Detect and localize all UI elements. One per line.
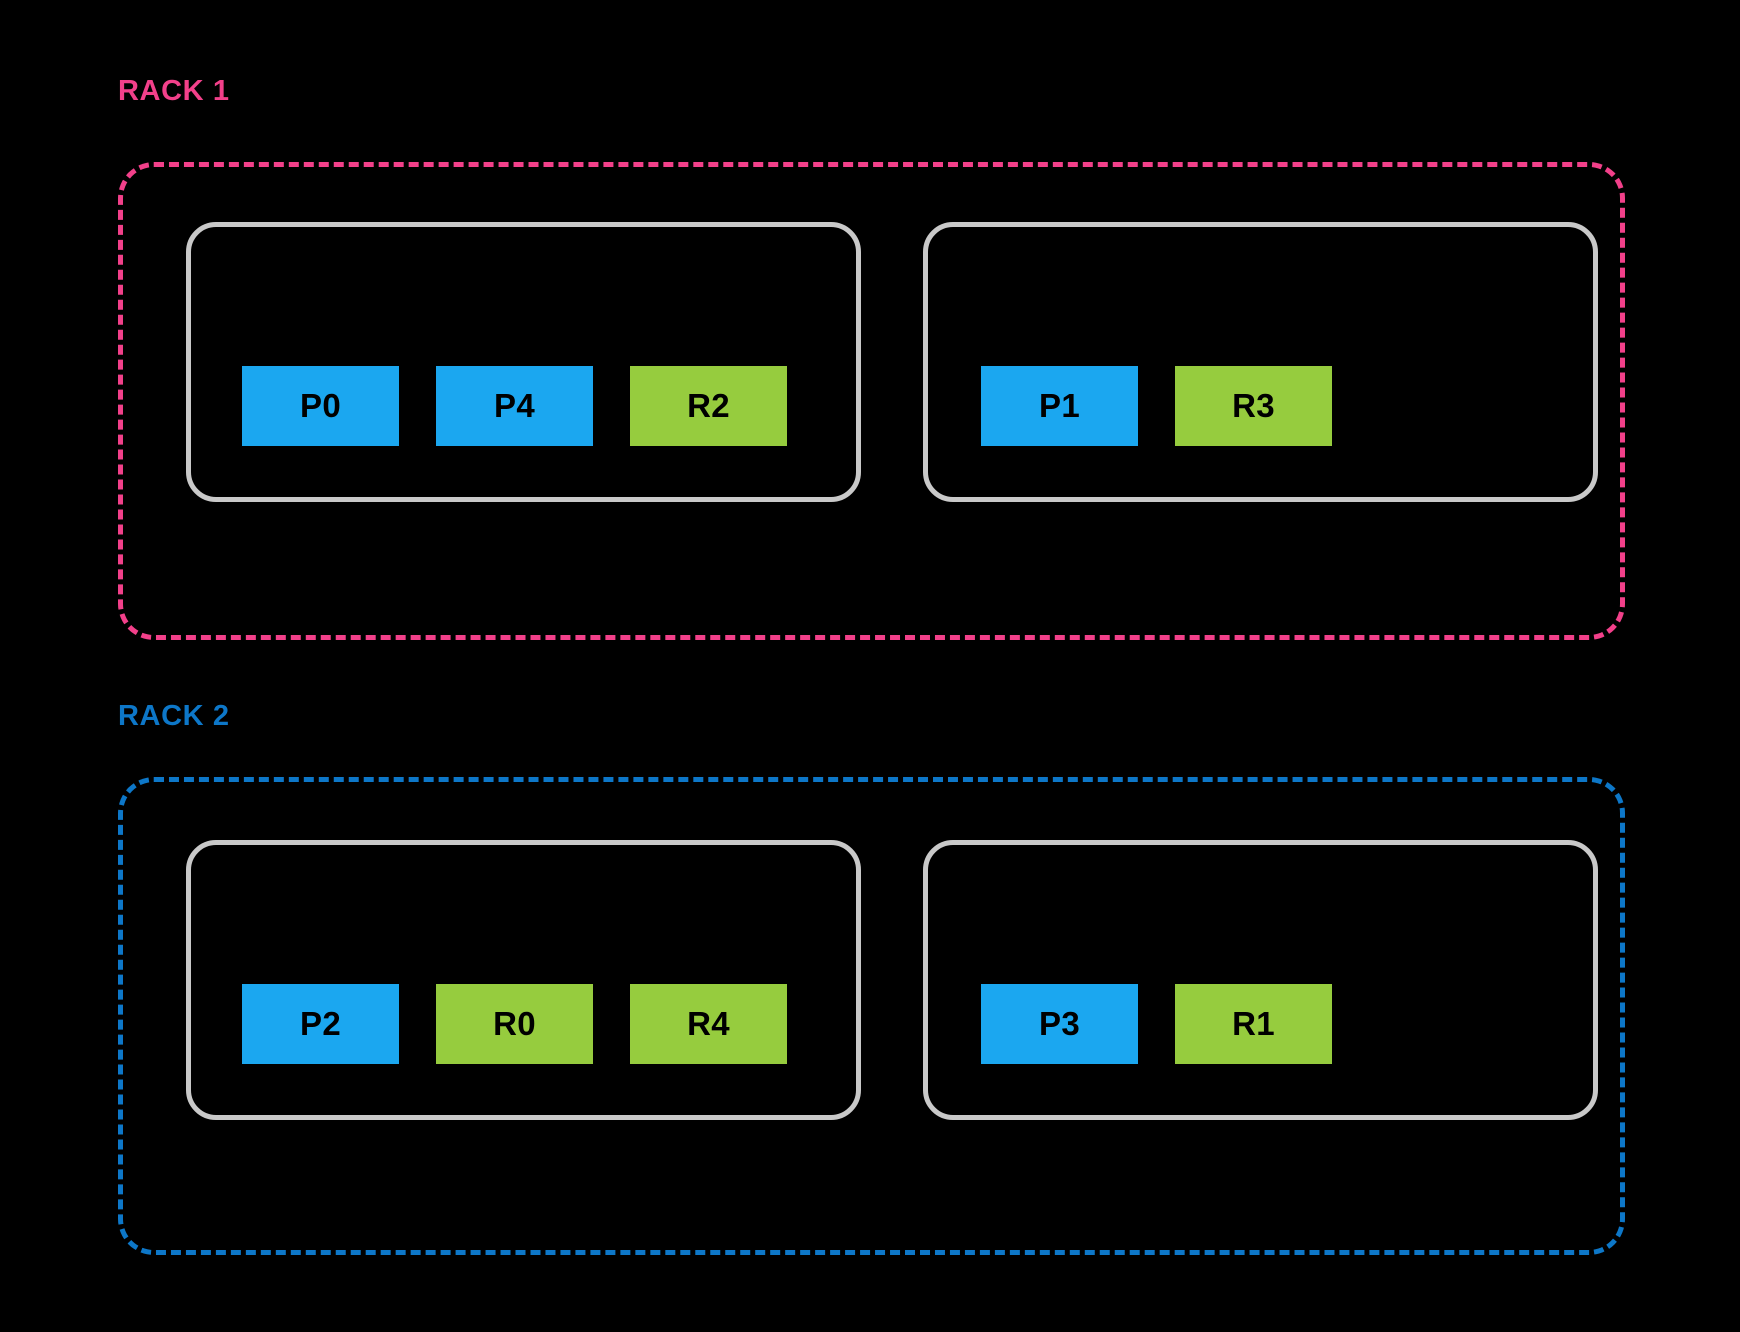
rack-1-node-2-box bbox=[923, 222, 1598, 502]
rack-1-node-1-blocks: P0 P4 R2 bbox=[242, 366, 787, 446]
block-p3[interactable]: P3 bbox=[981, 984, 1138, 1064]
rack-2-node-2-blocks: P3 R1 bbox=[981, 984, 1332, 1064]
rack-1-node-2-blocks: P1 R3 bbox=[981, 366, 1332, 446]
rack-2-node-1-box bbox=[186, 840, 861, 1120]
rack-2-node-1-blocks: P2 R0 R4 bbox=[242, 984, 787, 1064]
rack-1-node-1-box bbox=[186, 222, 861, 502]
block-r2[interactable]: R2 bbox=[630, 366, 787, 446]
block-p0[interactable]: P0 bbox=[242, 366, 399, 446]
rack-2-boundary bbox=[118, 777, 1625, 1255]
block-r4[interactable]: R4 bbox=[630, 984, 787, 1064]
block-p1[interactable]: P1 bbox=[981, 366, 1138, 446]
block-p4[interactable]: P4 bbox=[436, 366, 593, 446]
block-r0[interactable]: R0 bbox=[436, 984, 593, 1064]
block-r1[interactable]: R1 bbox=[1175, 984, 1332, 1064]
rack-1-label: RACK 1 bbox=[118, 75, 230, 107]
rack-1-boundary bbox=[118, 162, 1625, 640]
block-p2[interactable]: P2 bbox=[242, 984, 399, 1064]
block-r3[interactable]: R3 bbox=[1175, 366, 1332, 446]
rack-2-label: RACK 2 bbox=[118, 700, 230, 732]
rack-2-node-2-box bbox=[923, 840, 1598, 1120]
